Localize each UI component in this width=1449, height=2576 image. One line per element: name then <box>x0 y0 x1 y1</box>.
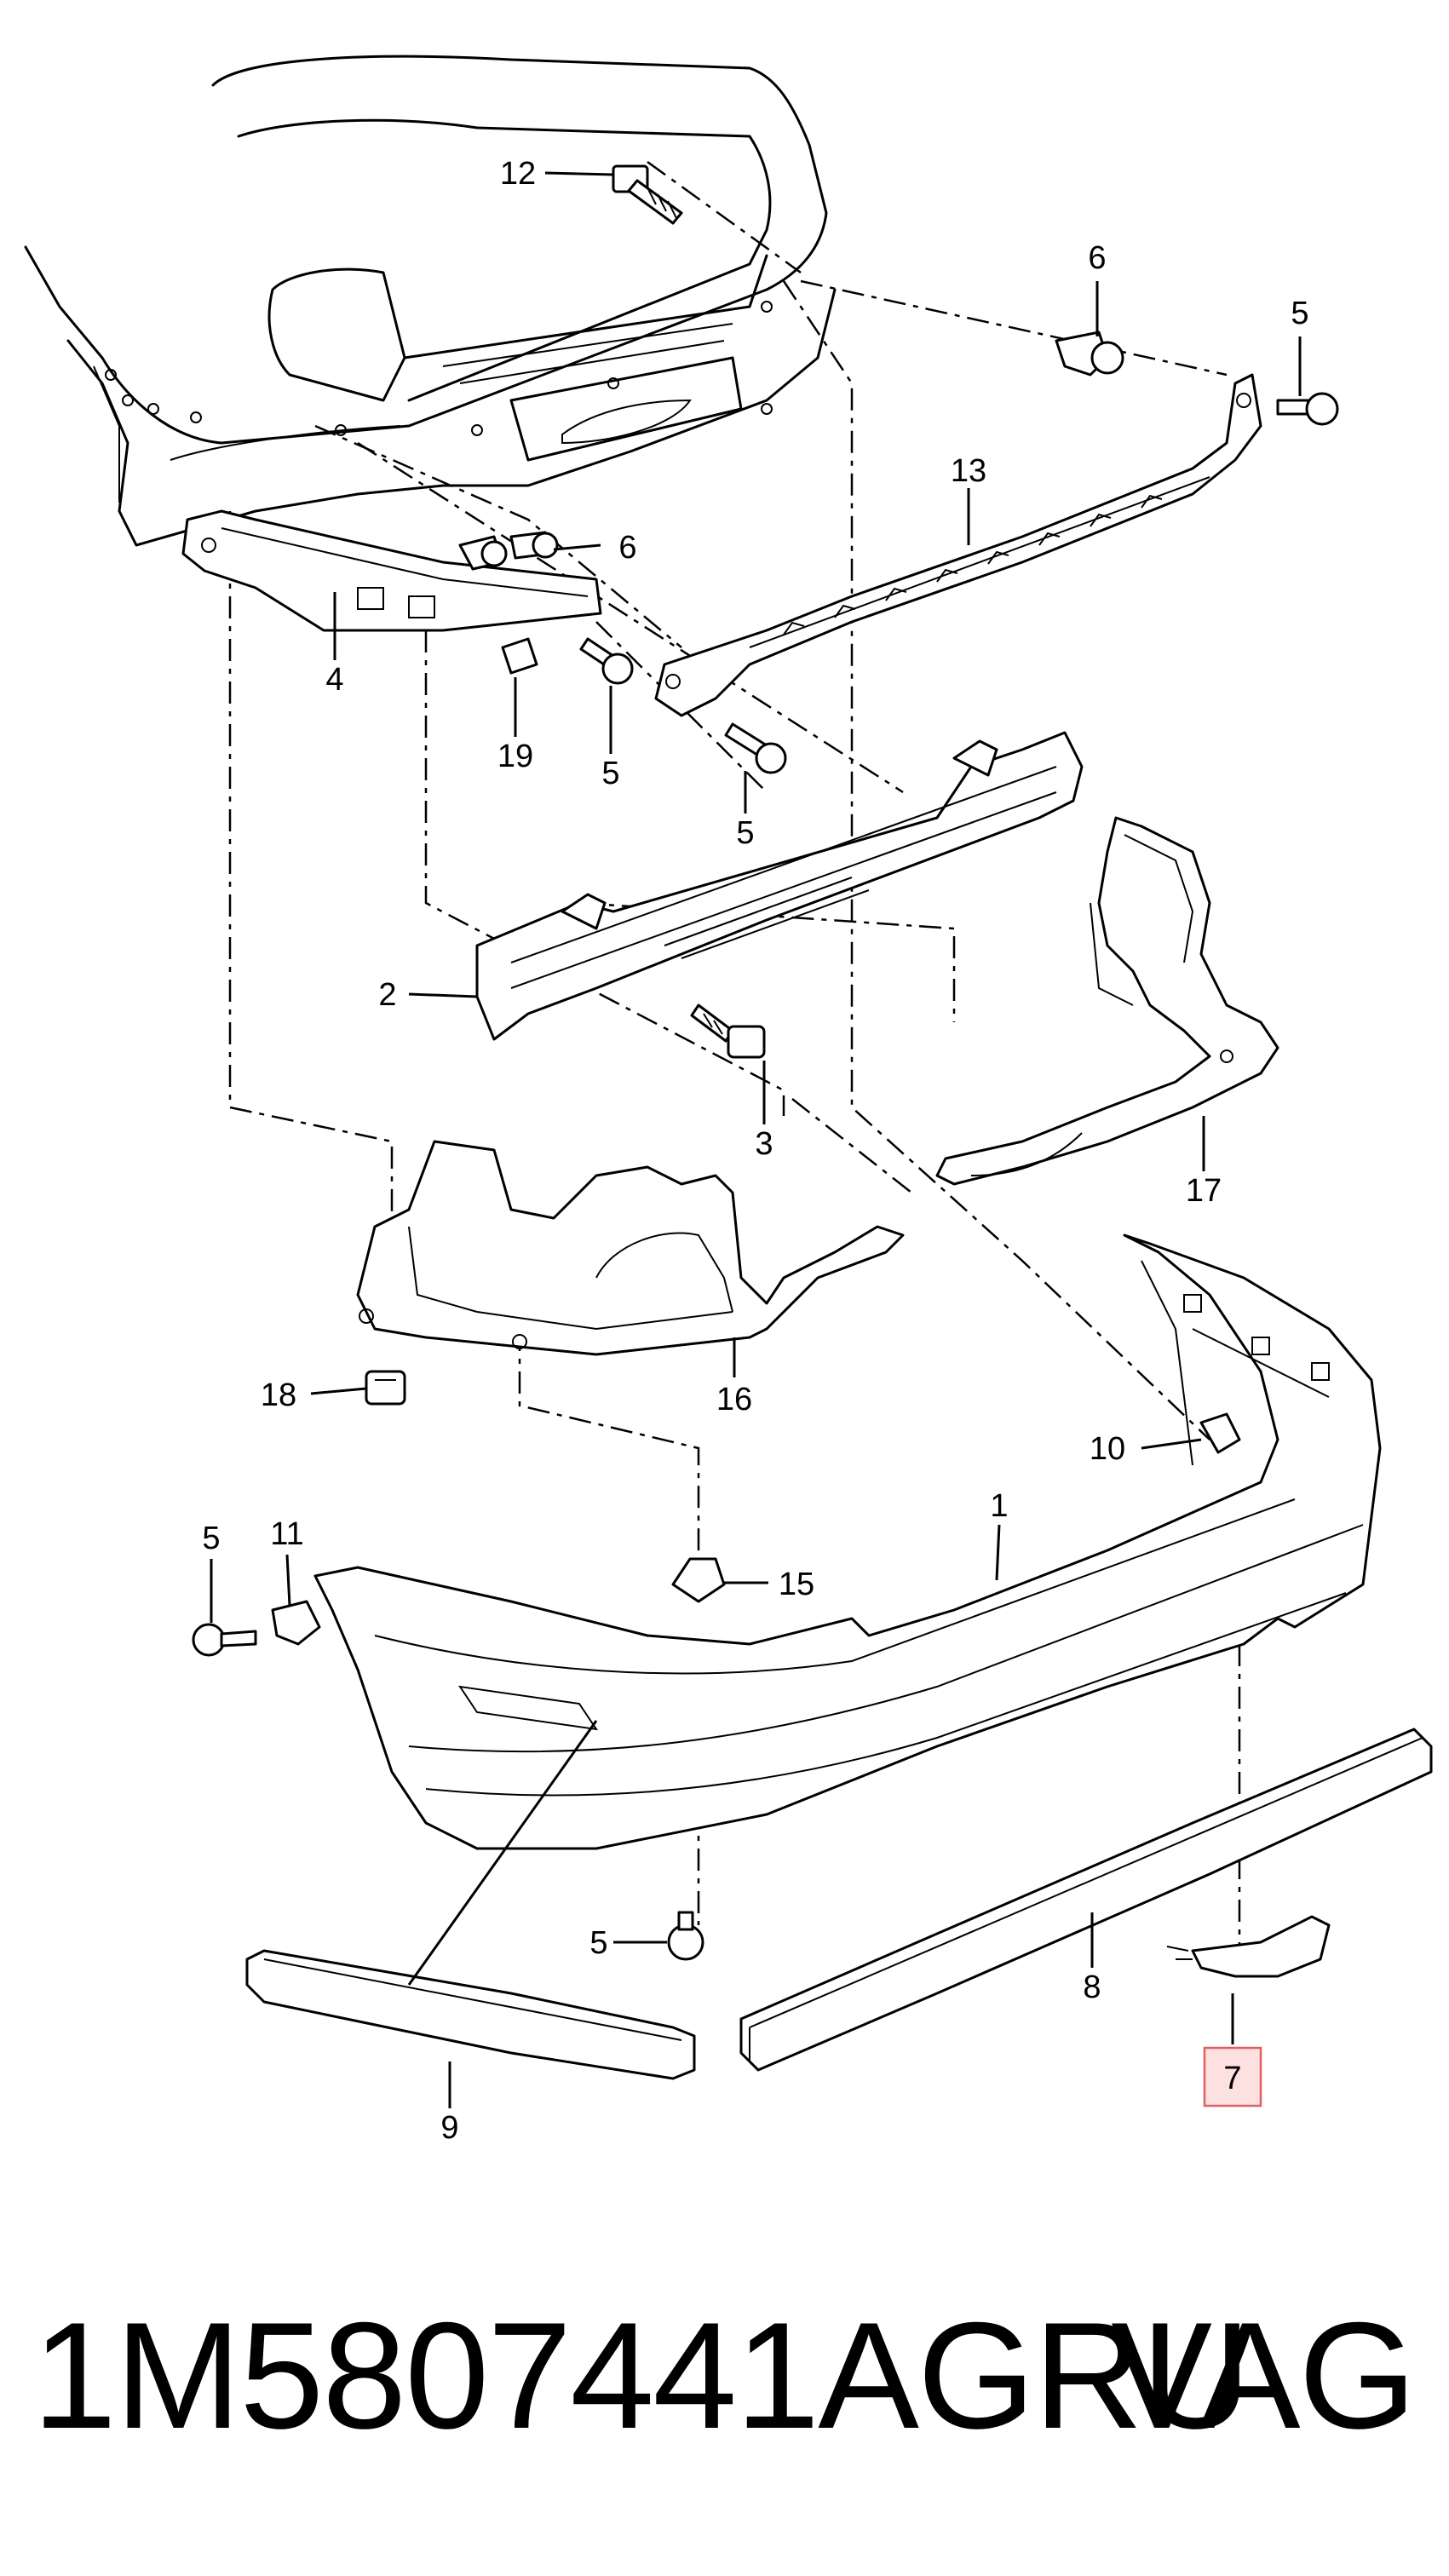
screw-5-left <box>192 1623 257 1657</box>
label-2: 2 <box>378 977 396 1013</box>
label-5-center: 5 <box>601 756 619 791</box>
screw-5-center-right <box>724 722 787 774</box>
impact-beam-2 <box>475 731 1084 1041</box>
screw-5-center <box>579 637 634 685</box>
clips-6-center <box>458 531 559 571</box>
label-3: 3 <box>755 1126 773 1162</box>
label-5-center-right: 5 <box>736 815 754 851</box>
footer: 1M5807441AGRU VAG <box>0 2300 1449 2521</box>
trim-strip-9 <box>245 1949 696 2080</box>
label-5-left: 5 <box>202 1521 220 1556</box>
label-7: 7 <box>1223 2061 1241 2096</box>
trim-strip-8 <box>739 1728 1433 2072</box>
nut-18 <box>365 1370 406 1406</box>
bracket-16 <box>356 1140 905 1356</box>
car-body-rear <box>24 55 837 547</box>
side-bracket-17 <box>935 816 1279 1186</box>
label-15: 15 <box>779 1567 814 1602</box>
label-13: 13 <box>951 453 986 489</box>
label-9: 9 <box>440 2110 458 2146</box>
label-8: 8 <box>1083 1969 1101 2005</box>
label-11: 11 <box>270 1516 303 1552</box>
clip-10 <box>1199 1412 1241 1454</box>
bumper-cover-1 <box>313 1233 1382 1850</box>
leader-lines <box>210 171 1302 2108</box>
label-5-upper-right: 5 <box>1291 296 1308 331</box>
label-6-upper: 6 <box>1088 240 1106 276</box>
label-5-lower: 5 <box>589 1925 607 1961</box>
part-number: 1M5807441AGRU <box>32 2291 1251 2460</box>
bracket-4 <box>181 509 602 632</box>
label-18: 18 <box>261 1377 296 1413</box>
bolt-3 <box>690 1003 766 1059</box>
clip-15 <box>671 1557 726 1603</box>
label-17: 17 <box>1186 1173 1222 1209</box>
screw-5-lower <box>667 1911 704 1961</box>
end-cap-7 <box>1166 1915 1331 1978</box>
bracket-11 <box>271 1600 321 1646</box>
label-1: 1 <box>990 1488 1008 1524</box>
label-4: 4 <box>325 662 343 698</box>
brand-name: VAG <box>1111 2291 1417 2460</box>
label-12: 12 <box>500 156 536 192</box>
bolt-12 <box>612 164 683 225</box>
exploded-parts-diagram: 12 6 5 13 6 4 19 5 5 2 3 17 18 16 10 1 5… <box>24 55 1433 2146</box>
clip-6-upper <box>1055 331 1124 377</box>
assembly-lines <box>228 160 1241 1951</box>
screw-5-upper-right <box>1276 392 1339 426</box>
mounting-rail-13 <box>654 373 1262 717</box>
label-16: 16 <box>716 1382 752 1417</box>
label-10: 10 <box>1090 1431 1125 1467</box>
label-19: 19 <box>497 739 533 774</box>
part-labels: 12 6 5 13 6 4 19 5 5 2 3 17 18 16 10 1 5… <box>202 156 1308 2146</box>
highlight-box-7 <box>1203 2046 1262 2107</box>
clip-19 <box>501 637 538 675</box>
label-6-center: 6 <box>618 530 636 566</box>
